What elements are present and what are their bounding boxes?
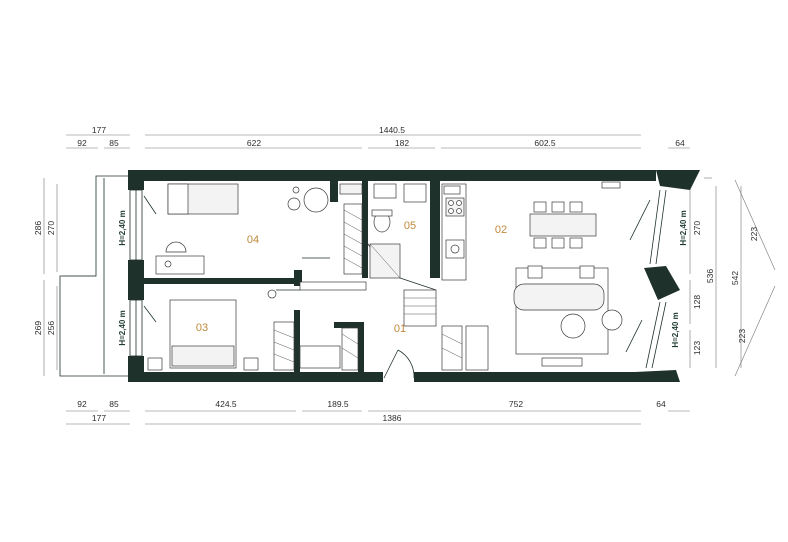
room-number-02: 02 bbox=[495, 224, 507, 236]
bottom-dimensions: 92 85 424.5 189.5 752 64 177 1386 bbox=[66, 399, 690, 425]
dim-bottom-189: 189.5 bbox=[327, 399, 349, 409]
windows bbox=[129, 189, 667, 369]
room-04-furniture bbox=[155, 183, 363, 299]
dim-bottom-92: 92 bbox=[77, 399, 87, 409]
room-number-04: 04 bbox=[247, 234, 259, 246]
dim-top-85: 85 bbox=[109, 138, 119, 148]
dim-bottom-64: 64 bbox=[656, 399, 666, 409]
room-number-01: 01 bbox=[394, 323, 406, 335]
room-03-furniture bbox=[147, 299, 489, 371]
dim-top-182: 182 bbox=[395, 138, 409, 148]
dim-right-123: 123 bbox=[692, 341, 702, 355]
balconies bbox=[59, 175, 128, 377]
dim-top-92: 92 bbox=[77, 138, 87, 148]
dim-right-536: 536 bbox=[705, 269, 715, 283]
dim-top-64: 64 bbox=[675, 138, 685, 148]
dim-bottom-1386: 1386 bbox=[383, 413, 402, 423]
dim-bottom-424: 424.5 bbox=[215, 399, 237, 409]
room-number-03: 03 bbox=[196, 322, 208, 334]
height-label-room-04: H=2,40 m bbox=[118, 210, 127, 245]
dim-left-256: 256 bbox=[46, 321, 56, 335]
room-05-fixtures bbox=[369, 183, 427, 279]
right-dimensions: 270 128 123 536 542 223 223 bbox=[689, 177, 776, 377]
walls bbox=[128, 170, 700, 382]
dim-bottom-85: 85 bbox=[109, 399, 119, 409]
dim-bottom-752: 752 bbox=[509, 399, 523, 409]
dim-top-602: 602.5 bbox=[534, 138, 556, 148]
dim-top-1440: 1440.5 bbox=[379, 125, 405, 135]
top-dimensions: 177 1440.5 92 85 622 182 602.5 64 bbox=[66, 125, 690, 149]
height-label-room-03: H=2,40 m bbox=[118, 310, 127, 345]
dim-top-177: 177 bbox=[92, 125, 106, 135]
room-number-05: 05 bbox=[404, 220, 416, 232]
dim-right-542: 542 bbox=[730, 271, 740, 285]
height-label-room-02-bottom: H=2,40 m bbox=[671, 312, 680, 347]
dim-right-diag-top: 223 bbox=[749, 227, 759, 241]
dim-left-270: 270 bbox=[46, 221, 56, 235]
left-dimensions: 286 270 269 256 bbox=[33, 178, 96, 376]
doors bbox=[276, 243, 437, 379]
dim-right-diag-bottom: 223 bbox=[737, 329, 747, 343]
dim-left-269: 269 bbox=[33, 321, 43, 335]
dim-bottom-177: 177 bbox=[92, 413, 106, 423]
dim-right-270: 270 bbox=[692, 221, 702, 235]
height-label-room-02-top: H=2,40 m bbox=[679, 210, 688, 245]
room-02-furniture bbox=[441, 181, 623, 367]
dim-top-622: 622 bbox=[247, 138, 261, 148]
dim-right-128: 128 bbox=[692, 295, 702, 309]
dim-left-286: 286 bbox=[33, 221, 43, 235]
